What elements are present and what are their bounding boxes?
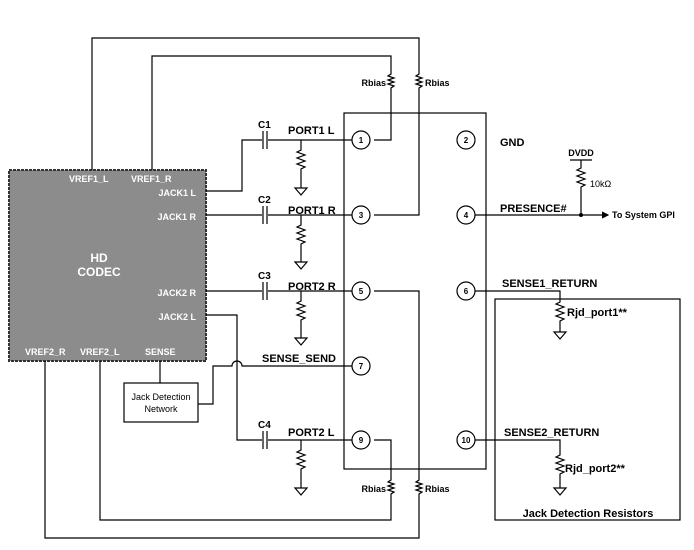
- pin-jack1-l: JACK1 L: [158, 188, 196, 198]
- sense-send-label: SENSE_SEND: [262, 353, 336, 365]
- pin-1: 1: [359, 136, 364, 145]
- pin-sense: SENSE: [145, 347, 176, 357]
- pin-4: 4: [464, 211, 469, 220]
- rbias-bottom-right-label: Rbias: [425, 484, 450, 494]
- hd-codec-block: HD CODEC VREF1_L VREF1_R JACK1 L JACK1 R…: [8, 169, 207, 362]
- jdn-line1: Jack Detection: [131, 392, 190, 402]
- pin-3: 3: [359, 211, 364, 220]
- rbias-top-right-label: Rbias: [425, 78, 450, 88]
- sense2-return-label: SENSE2_RETURN: [504, 427, 599, 439]
- sense1-return-label: SENSE1_RETURN: [502, 278, 597, 290]
- cap-c4-label: C4: [258, 420, 271, 431]
- rjd-port1-label: Rjd_port1**: [567, 307, 628, 319]
- pin-vref2-l: VREF2_L: [80, 347, 120, 357]
- jdn-line2: Network: [144, 404, 178, 414]
- pin-2: 2: [464, 136, 469, 145]
- pin-9: 9: [359, 436, 364, 445]
- cap-c3-label: C3: [258, 271, 271, 282]
- channel-labels: C1 C2 C3 C4 PORT1 L PORT1 R PORT2 R PORT…: [258, 120, 336, 439]
- codec-title-line1: HD: [90, 251, 108, 265]
- channel-wiring: [206, 131, 352, 496]
- port1-l-label: PORT1 L: [288, 125, 335, 137]
- cap-c2-label: C2: [258, 195, 271, 206]
- to-system-gpi-label: To System GPI: [612, 210, 675, 220]
- codec-title-line2: CODEC: [77, 265, 121, 279]
- presence-label: PRESENCE#: [500, 203, 567, 215]
- pin-7: 7: [359, 362, 364, 371]
- pin-vref1-r: VREF1_R: [131, 174, 172, 184]
- cap-c1-label: C1: [258, 120, 271, 131]
- pin-jack1-r: JACK1 R: [157, 212, 196, 222]
- rbias-resistors: Rbias Rbias Rbias Rbias: [361, 72, 450, 505]
- rjd-port2-label: Rjd_port2**: [565, 463, 626, 475]
- right-side-signals: GND DVDD 10kΩ PRESENCE# To System GPI Ja…: [475, 137, 681, 521]
- port2-r-label: PORT2 R: [288, 281, 336, 293]
- rbias-top-left-label: Rbias: [361, 78, 386, 88]
- pullup-label: 10kΩ: [590, 179, 612, 189]
- connector-pins: 1 2 3 4 5 6 7 9 10: [351, 130, 476, 450]
- dvdd-label: DVDD: [568, 148, 594, 158]
- gnd-label: GND: [500, 137, 525, 149]
- pin-6: 6: [464, 287, 469, 296]
- port1-r-label: PORT1 R: [288, 205, 336, 217]
- pin-5: 5: [359, 287, 364, 296]
- pin-jack2-l: JACK2 L: [158, 312, 196, 322]
- pin-10: 10: [462, 436, 471, 445]
- port2-l-label: PORT2 L: [288, 427, 335, 439]
- pin-vref2-r: VREF2_R: [25, 347, 66, 357]
- pin-jack2-r: JACK2 R: [157, 288, 196, 298]
- rbias-bottom-left-label: Rbias: [361, 484, 386, 494]
- bias-wires: [44, 37, 420, 539]
- pin-vref1-l: VREF1_L: [69, 174, 109, 184]
- jack-detection-resistors-box: [494, 298, 681, 521]
- sense-wiring: Jack Detection Network SENSE_SEND: [123, 353, 352, 423]
- jack-detection-network-box: [123, 382, 199, 423]
- jack-detection-resistors-label: Jack Detection Resistors: [523, 508, 654, 520]
